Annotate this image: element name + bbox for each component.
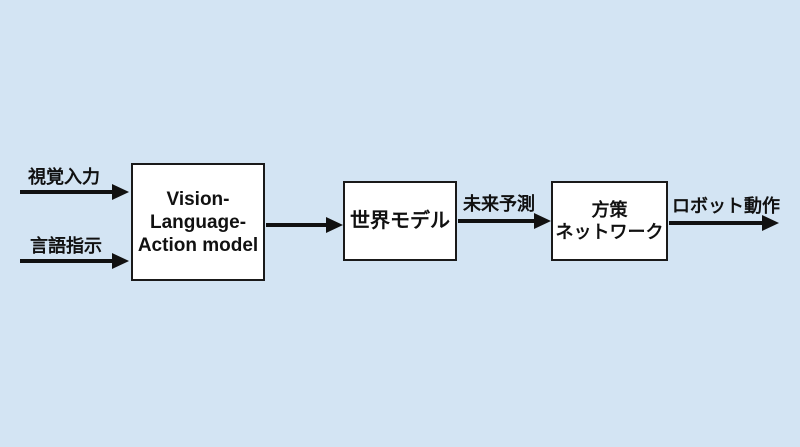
vla-model-line: Vision- [166,188,230,210]
vla-to-world-arrow [266,217,343,233]
world-model-label: 世界モデル [350,210,450,232]
language-instruction-arrow [20,253,129,269]
vla-model-box: Vision- Language- Action model [131,163,265,281]
world-to-policy-arrow [458,213,551,229]
vla-model-line: Action model [137,234,259,256]
arrowhead-icon [534,213,551,229]
arrow-shaft [20,190,112,194]
arrow-shaft [669,221,762,225]
language-instruction-label: 言語指示 [30,236,102,256]
arrow-shaft [458,219,534,223]
policy-network-line: ネットワーク [555,222,664,242]
arrowhead-icon [112,184,129,200]
visual-input-arrow [20,184,129,200]
arrow-shaft [20,259,112,263]
vla-model-line: Language- [149,211,247,233]
future-prediction-label: 未来予測 [463,194,535,214]
robot-action-label: ロボット動作 [672,196,780,216]
visual-input-label: 視覚入力 [28,167,100,187]
policy-network-line: 方策 [591,200,628,220]
arrow-shaft [266,223,326,227]
arrowhead-icon [112,253,129,269]
world-model-box: 世界モデル [343,181,457,261]
robot-action-arrow [669,215,779,231]
arrowhead-icon [762,215,779,231]
arrowhead-icon [326,217,343,233]
policy-network-box: 方策 ネットワーク [551,181,668,261]
